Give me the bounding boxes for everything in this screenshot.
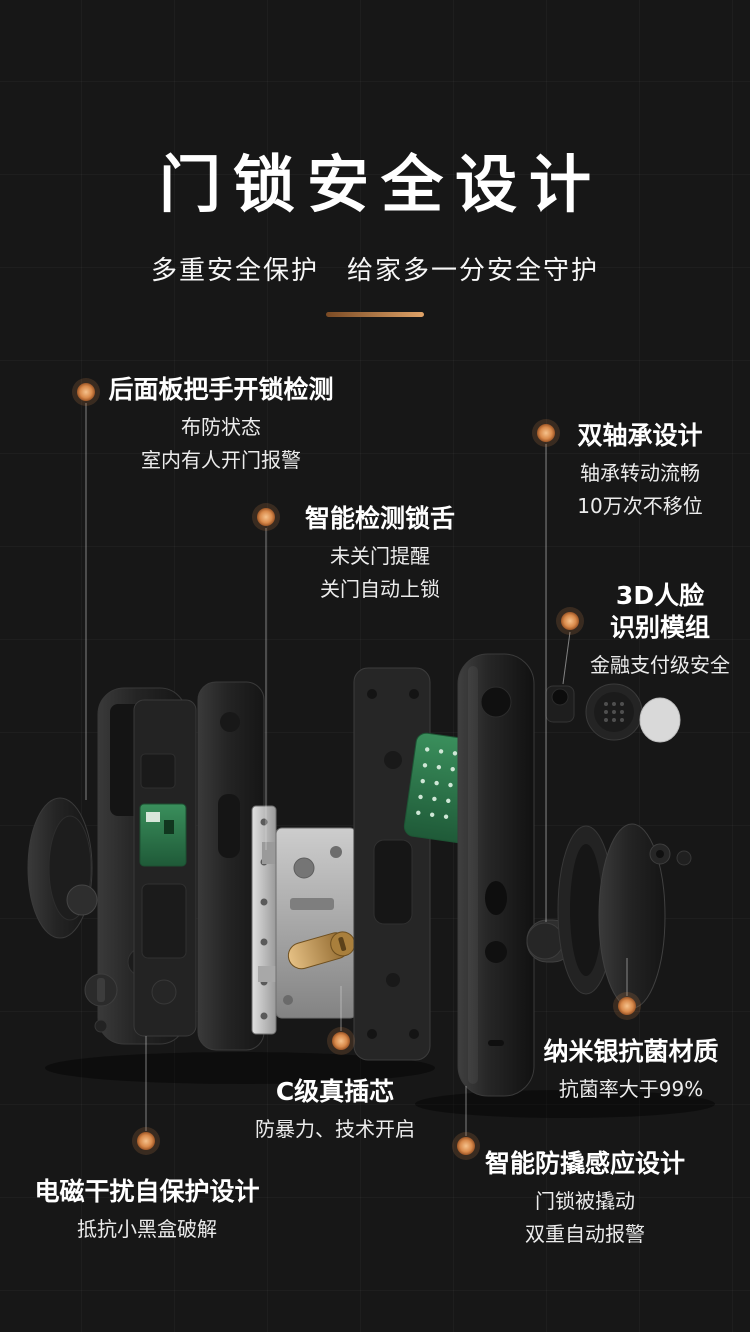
callout-text: 双重自动报警 bbox=[525, 1222, 645, 1246]
camera-lens bbox=[551, 688, 569, 706]
header: 门锁安全设计 多重安全保护 给家多一分安全守护 bbox=[0, 150, 750, 317]
part-lock-cylinder bbox=[287, 931, 356, 970]
callout-connectors bbox=[85, 403, 628, 1136]
callout-dot bbox=[452, 1132, 480, 1160]
callout-text: 轴承转动流畅 bbox=[580, 461, 700, 485]
camera-opening bbox=[480, 686, 512, 718]
callout-dot bbox=[327, 1027, 355, 1055]
part-escutcheon bbox=[557, 825, 615, 995]
callout-title: 智能检测锁舌 bbox=[304, 504, 455, 533]
fingerprint-area bbox=[485, 881, 507, 915]
part-rear-handle-base bbox=[27, 797, 98, 939]
part-front-panel bbox=[457, 653, 535, 1097]
part-faceplate-strip bbox=[251, 805, 277, 1035]
callout-dot bbox=[72, 378, 100, 406]
callout-text: 抗菌率大于99% bbox=[558, 1077, 704, 1101]
callout-dots bbox=[72, 378, 641, 1160]
callout-text: 门锁被撬动 bbox=[535, 1189, 635, 1213]
callout-c-cylinder: C级真插芯 防暴力、技术开启 bbox=[235, 1076, 435, 1145]
callout-emi-protection: 电磁干扰自保护设计 抵抗小黑盒破解 bbox=[32, 1176, 262, 1245]
callout-dot bbox=[613, 992, 641, 1020]
callout-dot bbox=[132, 1127, 160, 1155]
battery-box bbox=[141, 883, 187, 959]
part-mounting-plate bbox=[353, 667, 431, 1061]
callout-text: 室内有人开门报警 bbox=[141, 448, 301, 472]
ground-shadows bbox=[45, 1052, 715, 1118]
cover-disc bbox=[639, 697, 681, 743]
callout-title: 纳米银抗菌材质 bbox=[543, 1037, 719, 1066]
callout-text: 关门自动上锁 bbox=[320, 577, 440, 601]
callout-dot bbox=[252, 503, 280, 531]
page-subtitle: 多重安全保护 给家多一分安全守护 bbox=[150, 256, 599, 286]
callout-text: 10万次不移位 bbox=[577, 494, 703, 518]
part-inner-chassis bbox=[133, 699, 197, 1037]
part-lens-rings bbox=[649, 843, 692, 866]
callout-text: 布防状态 bbox=[181, 415, 261, 439]
keyhole bbox=[338, 937, 347, 951]
part-thumbturn-knob bbox=[84, 973, 118, 1033]
callout-dot bbox=[556, 607, 584, 635]
page-title: 门锁安全设计 bbox=[158, 148, 603, 221]
callout-dual-bearing: 双轴承设计 轴承转动流畅 10万次不移位 bbox=[562, 420, 718, 522]
part-face-module bbox=[545, 683, 681, 743]
callout-nano-silver: 纳米银抗菌材质 抗菌率大于99% bbox=[531, 1036, 731, 1105]
deadbolt bbox=[258, 966, 278, 982]
callout-text: 未关门提醒 bbox=[330, 544, 430, 568]
callout-title: 识别模组 bbox=[609, 613, 710, 642]
callout-face-module: 3D人脸 识别模组 金融支付级安全 bbox=[585, 580, 735, 681]
callout-text: 抵抗小黑盒破解 bbox=[77, 1217, 217, 1241]
callout-title: 3D人脸 bbox=[615, 581, 705, 610]
part-mid-panel bbox=[197, 681, 265, 1051]
callout-rear-handle-detect: 后面板把手开锁检测 布防状态 室内有人开门报警 bbox=[96, 374, 346, 476]
callout-title: 电磁干扰自保护设计 bbox=[34, 1177, 260, 1206]
callout-text: 防暴力、技术开启 bbox=[255, 1117, 415, 1141]
callout-line bbox=[562, 631, 571, 685]
callout-title: 后面板把手开锁检测 bbox=[108, 375, 334, 404]
callout-dot bbox=[532, 419, 560, 447]
callout-text: 金融支付级安全 bbox=[590, 653, 730, 677]
callout-anti-pry: 智能防撬感应设计 门锁被撬动 双重自动报警 bbox=[485, 1148, 685, 1250]
callout-title: C级真插芯 bbox=[275, 1077, 395, 1106]
accent-divider bbox=[326, 312, 424, 317]
callout-bolt-detect: 智能检测锁舌 未关门提醒 关门自动上锁 bbox=[280, 503, 480, 605]
callout-title: 智能防撬感应设计 bbox=[485, 1149, 686, 1178]
callout-title: 双轴承设计 bbox=[577, 421, 703, 450]
